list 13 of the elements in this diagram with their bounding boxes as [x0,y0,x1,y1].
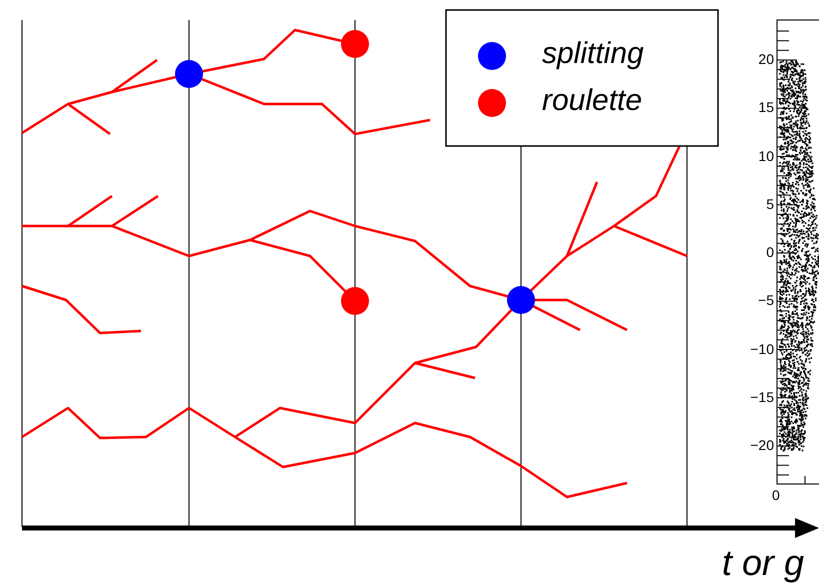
tick-label: 10 [758,148,774,164]
tick-label: −5 [758,292,774,308]
tick-label: −20 [750,437,774,453]
tick-label: 20 [758,51,774,67]
legend-label: splitting [542,37,644,71]
tick-label: −10 [750,340,774,356]
legend-label: roulette [542,84,642,118]
axis-label: t or g [722,542,804,584]
tick-label: −15 [750,388,774,405]
tick-label: 0 [766,244,774,260]
tick-label: 15 [758,99,774,116]
tick-label: 0 [772,487,780,503]
tick-label: 5 [766,196,774,212]
